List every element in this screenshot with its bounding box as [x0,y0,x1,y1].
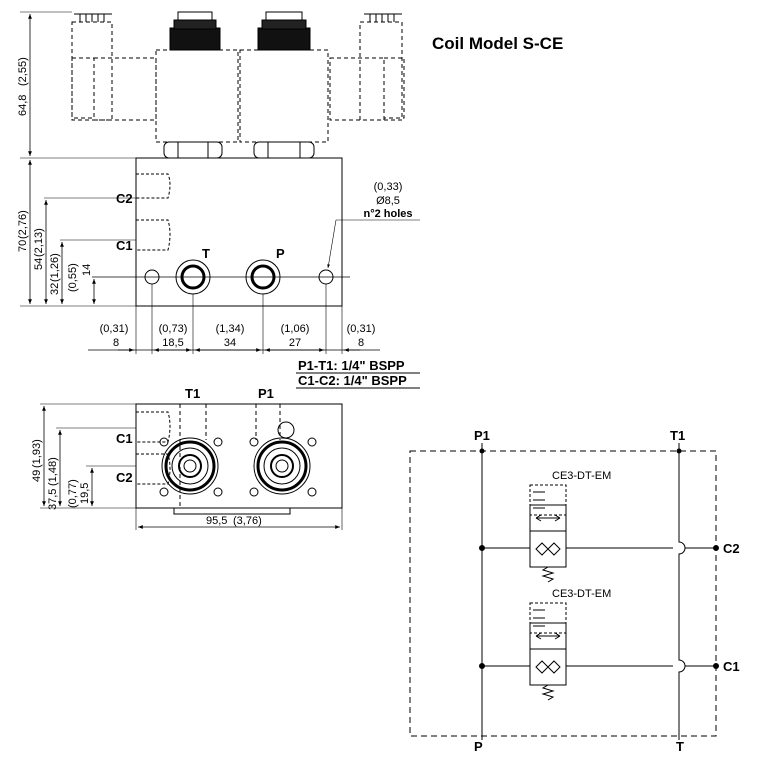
port-label-c2: C2 [116,191,133,206]
dim-14: 14 [81,264,93,276]
dim-8-right: 8 [358,337,364,349]
schematic-boundary [409,450,717,737]
port-label-c1: C1 [116,238,133,253]
hole-note-diameter: Ø8,5 [376,195,400,207]
dim-14-in: (0,55) [67,263,79,292]
dim-8-right-in: (0,31) [347,323,376,335]
hole-note-in: (0,33) [374,181,403,193]
right-coil-nut [257,27,311,51]
side-port-p1: P1 [258,386,274,401]
schematic-port-t: T [676,739,684,754]
port-label-p: P [276,246,285,261]
front-view [20,11,420,389]
dim-19-5-in: (0,77) [67,479,79,508]
dim-70: 70 [17,240,29,252]
dim-34: 34 [224,337,236,349]
dim-37-5-in: (1,48) [47,457,59,486]
right-coil [239,49,329,143]
schematic-port-t1: T1 [670,428,685,443]
hole-note-count: n°2 holes [363,208,412,220]
port-label-t: T [202,246,210,261]
schematic-port-p: P [474,739,483,754]
dim-width-95-5: 95,5 [206,515,227,527]
dim-19-5: 19,5 [79,483,91,504]
dim-height-total: 64,8 [17,95,29,116]
front-vertical-dim-labels: 64,8 (2,55) 70 (2,76) 54 (2,13) 32 (1,26… [17,57,93,295]
schematic-port-c1: C1 [723,659,740,674]
dim-49: 49 [31,470,43,482]
dim-37-5: 37,5 [47,489,59,510]
schematic-port-p1: P1 [474,428,490,443]
cartridge-left [161,437,219,495]
right-coil-connector [329,21,405,121]
left-coil-connector [71,21,157,121]
front-block [135,157,343,307]
dim-8-left-in: (0,31) [100,323,129,335]
side-port-c1: C1 [116,431,133,446]
port-spec-c1-c2: C1-C2: 1/4" BSPP [298,373,407,388]
valve-symbol-1 [529,484,567,583]
schematic-port-c2: C2 [723,541,740,556]
hydraulic-schematic [409,443,719,740]
hole-note: (0,33) Ø8,5 n°2 holes [363,181,412,220]
side-view [40,403,343,530]
dim-34-in: (1,34) [216,323,245,335]
dim-54: 54 [33,258,45,270]
left-coil [155,49,239,143]
dim-27-in: (1,06) [281,323,310,335]
front-horizontal-dim-labels: (0,31) 8 (0,73) 18,5 (1,34) 34 (1,06) 27… [100,323,376,349]
schematic-labels: P1 T1 C2 C1 P T CE3-DT-EM CE3-DT-EM [474,428,740,754]
dim-8-left: 8 [113,337,119,349]
dim-32: 32 [49,283,61,295]
valve-label-1: CE3-DT-EM [552,470,611,482]
left-coil-nut [169,27,221,51]
valve-label-2: CE3-DT-EM [552,588,611,600]
drawing-title: Coil Model S-CE [432,34,563,53]
side-port-t1: T1 [185,386,200,401]
dim-18-5: 18,5 [162,337,183,349]
port-spec-p1-t1: P1-T1: 1/4" BSPP [298,358,405,373]
dim-27: 27 [289,337,301,349]
dim-49-in: (1,93) [31,439,43,468]
dim-54-in: (2,13) [33,228,45,257]
side-vertical-dim-labels: 49 (1,93) 37,5 (1,48) 19,5 (0,77) [31,439,91,510]
dim-70-in: (2,76) [17,210,29,239]
cartridge-right [253,437,311,495]
dim-18-5-in: (0,73) [159,323,188,335]
dim-32-in: (1,26) [49,253,61,282]
dim-height-total-in: (2,55) [17,57,29,86]
dim-width-95-5-in: (3,76) [233,515,262,527]
side-port-c2: C2 [116,470,133,485]
valve-symbol-2 [529,602,567,701]
